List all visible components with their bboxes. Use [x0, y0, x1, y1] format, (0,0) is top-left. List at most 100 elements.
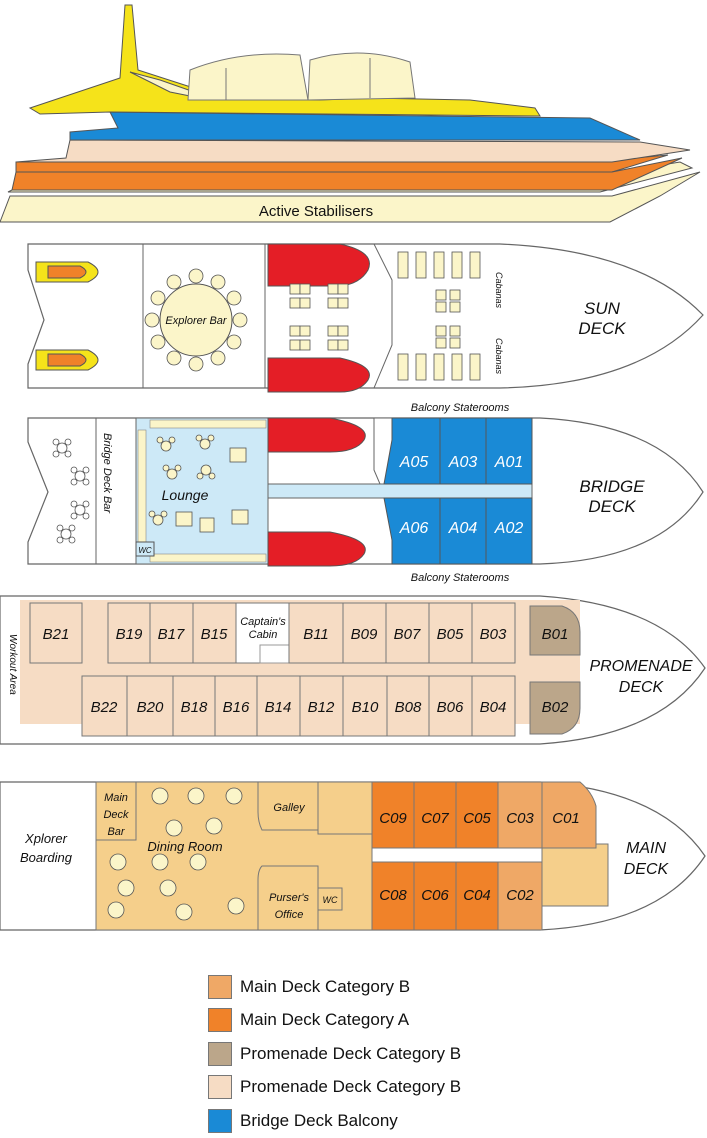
balcony-top-label: Balcony Staterooms — [411, 402, 510, 414]
cabin-b02 — [529, 681, 581, 735]
promenade-band — [15, 139, 691, 163]
cabin-b04-label: B04 — [480, 699, 507, 716]
legend: Main Deck Category B Main Deck Category … — [208, 970, 461, 1138]
cabin-b08-label: B08 — [395, 699, 422, 716]
bridge-deck-bar-label: Bridge Deck Bar — [101, 433, 113, 514]
legend-item: Main Deck Category B — [208, 970, 461, 1004]
dining-tables — [107, 787, 245, 921]
lounge-furniture — [148, 434, 249, 533]
cabin-b22 — [81, 675, 128, 737]
sun-deck-title-1: SUN — [584, 299, 621, 318]
cabanas-top-label: Cabanas — [494, 272, 504, 309]
legend-swatch — [208, 1108, 232, 1133]
pursers-office-label-2: Office — [275, 909, 304, 921]
cabin-a01 — [485, 417, 533, 485]
cabin-b03-label: B03 — [480, 626, 507, 643]
cabin-b04 — [471, 675, 516, 737]
bridge-deck-title-1: BRIDGE — [579, 477, 645, 496]
main-wc-label: WC — [323, 895, 338, 905]
cabin-b11 — [288, 602, 344, 664]
lounge-benches — [137, 419, 267, 563]
bridge-deck: Balcony Staterooms Balcony Staterooms Br… — [27, 402, 704, 584]
legend-label: Main Deck Category B — [240, 976, 411, 996]
cabin-a01-label: A01 — [494, 454, 523, 471]
sun-deck-title-2: DECK — [578, 319, 626, 338]
cabin-b14-label: B14 — [265, 699, 292, 716]
xplorer-boarding-label-1: Xplorer — [24, 831, 68, 846]
cabin-c07-label: C07 — [421, 810, 449, 827]
cabin-a02-label: A02 — [494, 520, 524, 537]
cabin-b10 — [342, 675, 388, 737]
cabin-c01-label: C01 — [552, 810, 580, 827]
legend-item: Promenade Deck Category B — [208, 1037, 461, 1071]
pursers-office-label-1: Purser's — [269, 892, 309, 904]
bridge-deck-title-2: DECK — [588, 497, 636, 516]
legend-label: Bridge Deck Balcony — [240, 1110, 398, 1130]
cabin-b22-label: B22 — [91, 699, 118, 716]
legend-swatch — [208, 1041, 232, 1066]
cabin-c02 — [497, 861, 543, 931]
bridge-band — [69, 111, 641, 141]
cabin-b05-label: B05 — [437, 626, 464, 643]
main-deck-bar-label-3: Bar — [107, 826, 125, 838]
legend-swatch — [208, 974, 232, 999]
promenade-deck-title-2: DECK — [619, 679, 665, 696]
cabanas-bottom-label: Cabanas — [494, 338, 504, 375]
pursers-office — [257, 865, 319, 931]
main-deck-bar-label-2: Deck — [103, 809, 129, 821]
cabin-c03 — [497, 781, 543, 849]
cabin-a02 — [485, 497, 533, 565]
cabin-b03 — [471, 602, 516, 664]
cabin-c03-label: C03 — [506, 810, 534, 827]
cabin-a06-label: A06 — [399, 520, 429, 537]
bridge-balcony-cabins — [383, 417, 533, 565]
cabin-b18-label: B18 — [181, 699, 208, 716]
legend-label: Promenade Deck Category B — [240, 1043, 462, 1063]
cabin-b05 — [428, 602, 473, 664]
legend-swatch — [208, 1075, 232, 1100]
bridge-red-boat-bottom — [267, 531, 366, 567]
cabin-c05-label: C05 — [463, 810, 491, 827]
cabin-a03 — [439, 417, 487, 485]
bar-seating — [52, 438, 90, 544]
cabin-c09 — [371, 781, 415, 849]
cabin-b16 — [214, 675, 258, 737]
balcony-bottom-label: Balcony Staterooms — [411, 572, 510, 584]
cabin-b15-label: B15 — [201, 626, 228, 643]
legend-label: Promenade Deck Category B — [240, 1077, 462, 1097]
cabin-a03-label: A03 — [448, 454, 478, 471]
lounge-label: Lounge — [162, 487, 209, 503]
cabin-b19 — [107, 602, 151, 664]
cabin-a04-label: A04 — [448, 520, 478, 537]
ship-side-view: Active Stabilisers — [0, 4, 701, 223]
cabin-b16-label: B16 — [223, 699, 250, 716]
cabin-b06-label: B06 — [437, 699, 464, 716]
cabin-c09-label: C09 — [379, 810, 407, 827]
promenade-deck-title-1: PROMENADE — [589, 658, 692, 675]
cabin-b01-label: B01 — [542, 626, 569, 643]
cabin-b12-label: B12 — [308, 699, 335, 716]
stabilisers-label: Active Stabilisers — [259, 203, 373, 220]
legend-item: Promenade Deck Category B — [208, 1071, 461, 1105]
sun-deck: Explorer Bar Cabanas — [27, 243, 704, 393]
cabin-b18 — [172, 675, 216, 737]
captains-cabin-label-1: Captain's — [240, 616, 286, 628]
galley-label: Galley — [273, 802, 306, 814]
cabin-c06-label: C06 — [421, 887, 449, 904]
cabin-b02-label: B02 — [542, 699, 569, 716]
cabin-b20-label: B20 — [137, 699, 164, 716]
lounge-wc-label: WC — [138, 546, 152, 555]
red-boat-bottom — [267, 357, 370, 393]
legend-item: Main Deck Category A — [208, 1004, 461, 1038]
cabin-b21-label: B21 — [43, 626, 70, 643]
cabin-c07 — [413, 781, 457, 849]
main-deck-title-2: DECK — [624, 861, 670, 878]
cabin-a04 — [439, 497, 487, 565]
main-deck-bar — [95, 781, 137, 841]
cabin-b21 — [29, 602, 83, 664]
galley — [257, 781, 319, 831]
sun-loungers — [397, 251, 481, 381]
cabin-b17 — [149, 602, 194, 664]
cabin-c02-label: C02 — [506, 887, 534, 904]
